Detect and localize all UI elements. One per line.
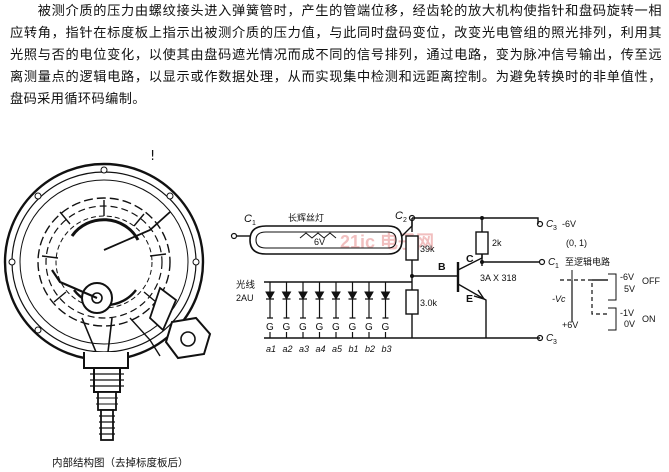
- code-label: b3: [382, 344, 392, 354]
- photodiode: [347, 282, 358, 319]
- code-label: a2: [283, 344, 293, 354]
- photodiode: [265, 282, 275, 319]
- photodiode-array: [265, 282, 391, 319]
- state-label: (0, 1): [566, 238, 587, 248]
- level-low-2: 0V: [624, 319, 635, 329]
- on-label: ON: [642, 314, 656, 324]
- c3-bottom-value: +6V: [562, 320, 578, 330]
- g-terminal-label: G: [365, 322, 373, 333]
- g-terminal-label: G: [266, 322, 274, 333]
- photodiode: [314, 282, 325, 319]
- emitter-label: E: [466, 293, 473, 305]
- photo-label-2: 2AU: [236, 293, 254, 303]
- c1-left-label: C: [244, 213, 252, 225]
- body-paragraph: 被测介质的压力由螺纹接头进入弹簧管时，产生的管端位移，经齿轮的放大机构使指针和盘…: [10, 4, 662, 107]
- code-label: a5: [332, 344, 343, 354]
- figure-mark: !: [150, 149, 155, 164]
- photodiode: [298, 282, 308, 319]
- c3-top-label: C: [546, 219, 554, 230]
- photodiode: [364, 282, 374, 319]
- ground-terminal-array: Ga1 Ga2 Ga3 Ga4 Ga5 Gb1 Gb2 Gb3: [266, 322, 392, 354]
- g-terminal-label: G: [332, 322, 340, 333]
- figure-caption-left: 内部结构图（去掉标度板后）: [52, 456, 189, 469]
- c2-sub: 2: [403, 217, 407, 224]
- c3-bottom-label: C: [546, 333, 554, 344]
- lamp-voltage: 6V: [314, 237, 325, 247]
- photodiode: [281, 282, 292, 319]
- photo-label-1: 光线: [236, 279, 256, 291]
- photodiode: [380, 282, 391, 319]
- g-terminal-label: G: [349, 322, 357, 333]
- off-label: OFF: [642, 276, 660, 286]
- g-terminal-label: G: [283, 322, 291, 333]
- transistor-label: 3A X 318: [480, 273, 517, 283]
- c3-bottom-sub: 3: [553, 339, 557, 346]
- code-label: a1: [266, 344, 276, 354]
- c1-left-sub: 1: [252, 220, 256, 227]
- g-terminal-label: G: [299, 322, 307, 333]
- r1-label: 39k: [420, 244, 435, 254]
- r2-label: 2k: [492, 238, 502, 248]
- level-high: -6V: [620, 272, 634, 282]
- collector-label: C: [466, 253, 474, 265]
- r3-label: 3.0k: [420, 298, 438, 308]
- code-label: b1: [349, 344, 359, 354]
- level-low: -1V: [620, 308, 634, 318]
- code-label: b2: [365, 344, 375, 354]
- code-label: a3: [299, 344, 309, 354]
- c3-top-sub: 3: [553, 225, 557, 232]
- c1-right-sub: 1: [555, 263, 559, 270]
- c1-right-text: 至逻辑电路: [565, 256, 610, 268]
- g-terminal-label: G: [316, 322, 324, 333]
- lamp-label: 长辉丝灯: [288, 212, 324, 224]
- base-label: B: [438, 261, 446, 273]
- vc-label: -Vc: [552, 294, 566, 304]
- c2-label: C: [395, 210, 403, 222]
- c3-top-value: -6V: [562, 219, 576, 229]
- code-label: a4: [316, 344, 326, 354]
- level-high-2: 5V: [624, 284, 635, 294]
- circuit-diagram: 21ic 电子网 C 1 C 2 长辉丝灯 6V: [230, 210, 660, 354]
- photodiode: [331, 282, 341, 319]
- g-terminal-label: G: [382, 322, 390, 333]
- c1-right-label: C: [548, 257, 556, 268]
- gauge-drawing: !: [3, 149, 212, 441]
